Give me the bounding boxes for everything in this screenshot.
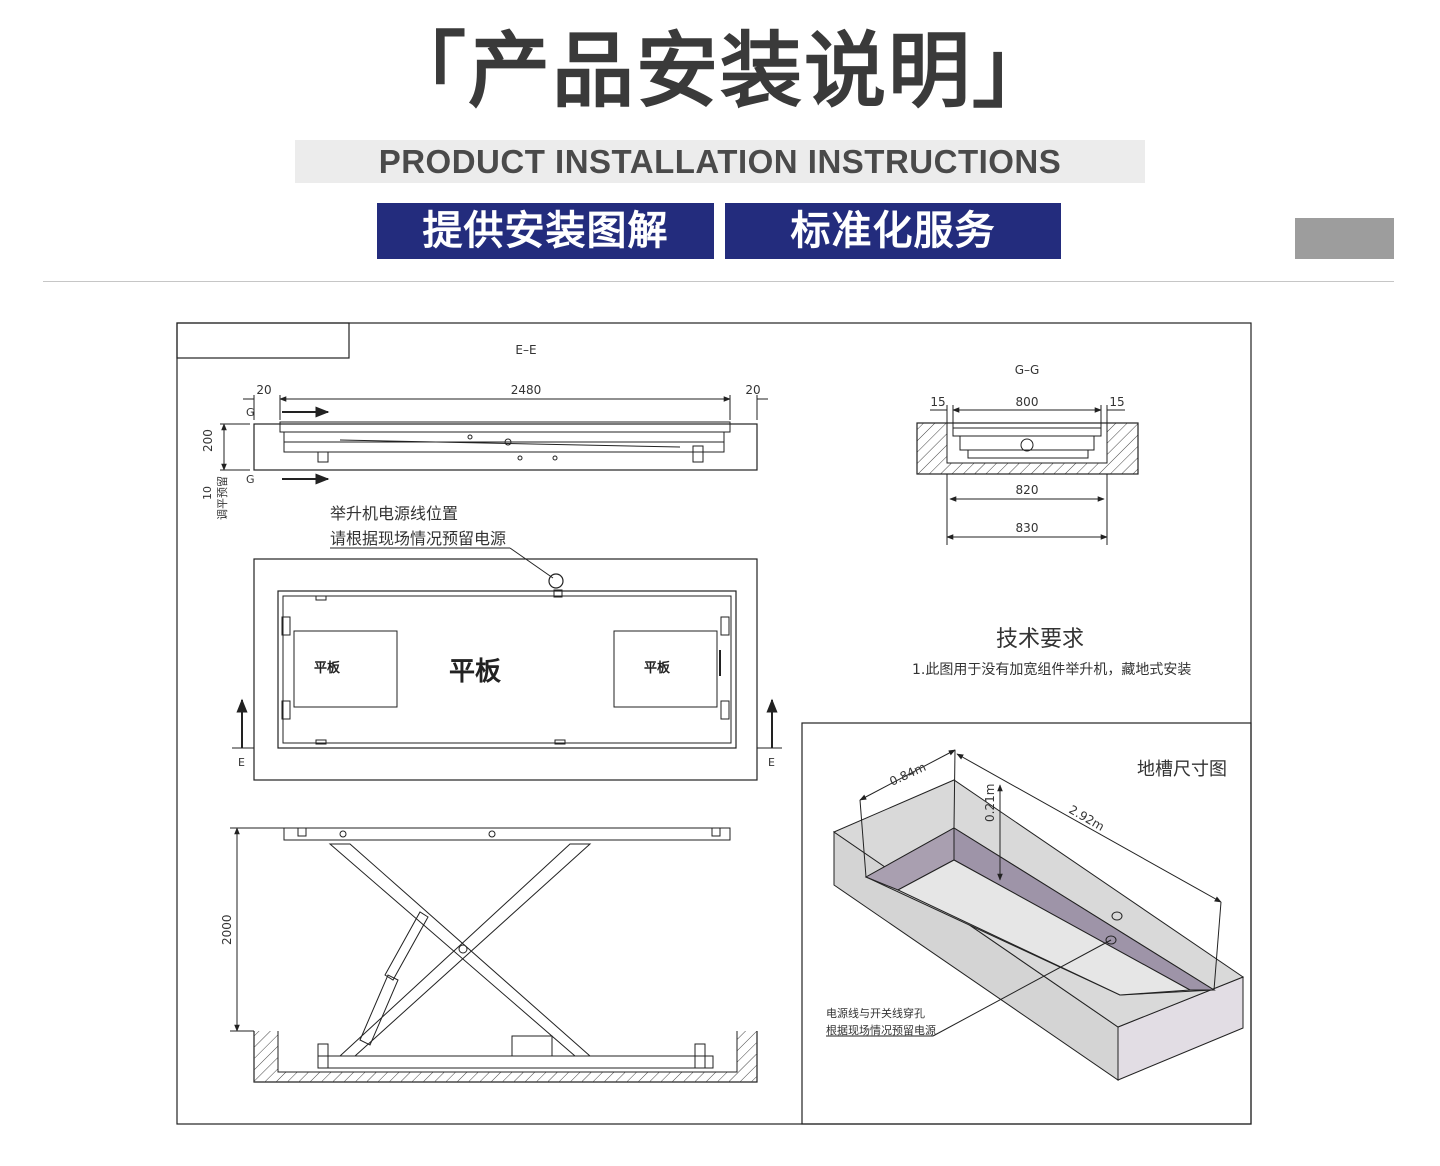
decorative-gray-block — [1295, 218, 1394, 259]
g-dim-mid: 820 — [1016, 483, 1039, 497]
header-divider — [43, 281, 1394, 282]
dim-height: 200 — [201, 429, 215, 452]
plate-label-center: 平板 — [449, 657, 501, 687]
marker-e-right: E — [768, 756, 775, 769]
page-title: 「产品安装说明」 — [383, 24, 1056, 119]
power-note: 举升机电源线位置 请根据现场情况预留电源 — [330, 504, 564, 589]
drawing-frame — [176, 322, 1252, 1125]
marker-g-bottom: G — [246, 473, 255, 486]
section-ee-label: E–E — [515, 343, 536, 357]
tech-title: 技术要求 — [996, 627, 1084, 652]
page-subtitle: PRODUCT INSTALLATION INSTRUCTIONS — [378, 143, 1062, 180]
pit-title: 地槽尺寸图 — [1137, 759, 1227, 780]
plate-label-right: 平板 — [644, 660, 671, 676]
pit-hole-line2: 根据现场情况预留电源 — [826, 1023, 936, 1037]
lift-side-view: 2000 — [220, 827, 758, 1083]
dim-lift-height: 2000 — [220, 914, 234, 945]
tech-requirements: 技术要求 1.此图用于没有加宽组件举升机，藏地式安装 — [912, 627, 1191, 678]
dim-leveling-text: 调平预留 — [216, 476, 229, 520]
pit-depth: 0.21m — [983, 784, 997, 822]
plate-label-left: 平板 — [314, 660, 341, 676]
section-gg: G–G 800 15 15 820 830 — [916, 363, 1139, 545]
g-dim-top: 800 — [1016, 395, 1039, 409]
badge-installation-diagram: 提供安装图解 — [377, 203, 714, 259]
dim-total: 2480 — [511, 383, 542, 397]
g-dim-right: 15 — [1109, 395, 1124, 409]
tech-item-1: 1.此图用于没有加宽组件举升机，藏地式安装 — [912, 661, 1191, 678]
dim-leveling-value: 10 — [201, 486, 214, 500]
section-gg-label: G–G — [1015, 363, 1040, 377]
marker-g-top: G — [246, 406, 255, 419]
subtitle-band — [295, 140, 1145, 183]
power-note-line2: 请根据现场情况预留电源 — [330, 529, 506, 548]
marker-e-left: E — [238, 756, 245, 769]
g-dim-bottom: 830 — [1016, 521, 1039, 535]
section-ee: E–E 2480 20 20 G G 200 10 — [201, 343, 768, 520]
badge-standard-service: 标准化服务 — [725, 203, 1061, 259]
pit-width: 0.84m — [887, 760, 928, 789]
g-dim-left: 15 — [930, 395, 945, 409]
plan-view: 平板 平板 平板 E E — [232, 558, 782, 781]
pit-hole-line1: 电源线与开关线穿孔 — [826, 1006, 925, 1020]
pit-length: 2.92m — [1067, 802, 1107, 833]
dim-left: 20 — [256, 383, 271, 397]
pit-isometric: 地槽尺寸图 0.84m 2.92m 0.21m 电源线与开关线穿孔 根据现场情况… — [826, 749, 1245, 1081]
dim-right: 20 — [745, 383, 760, 397]
power-note-line1: 举升机电源线位置 — [330, 504, 458, 523]
